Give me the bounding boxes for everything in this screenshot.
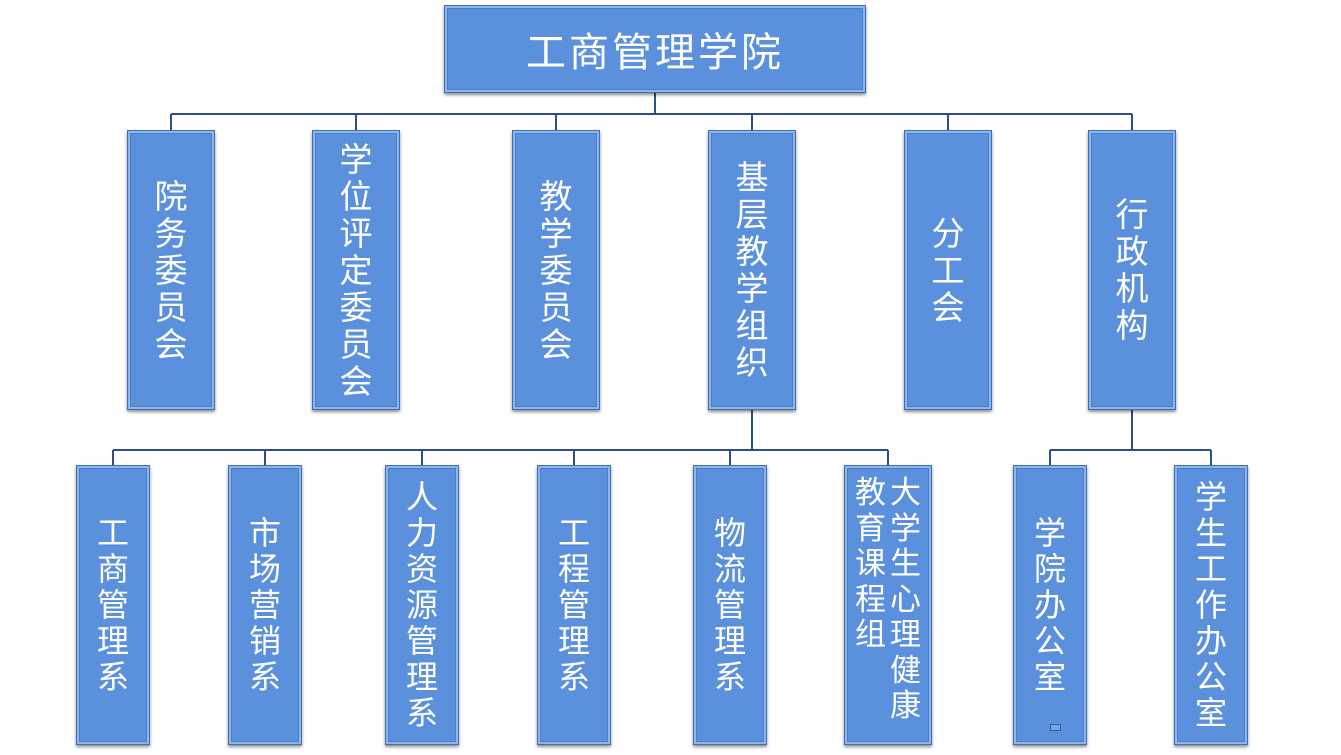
- small-marker-icon: [1050, 724, 1061, 731]
- node-logistics-management-dept: 物流管理系: [693, 465, 767, 745]
- node-label-column-2: 教育课程组: [855, 475, 886, 653]
- node-label: 工程管理系: [557, 514, 590, 696]
- node-label: 教学委员会: [539, 176, 573, 364]
- node-engineering-management-dept: 工程管理系: [537, 465, 611, 745]
- node-human-resources-dept: 人力资源管理系: [385, 465, 459, 745]
- node-trade-union-branch: 分工会: [904, 130, 992, 410]
- root-label: 工商管理学院: [526, 30, 784, 76]
- node-label-column-1: 大学生心理健康: [890, 475, 921, 724]
- node-label: 人力资源管理系: [405, 478, 438, 732]
- node-teaching-committee: 教学委员会: [512, 130, 600, 410]
- node-label: 学生工作办公室: [1194, 478, 1227, 732]
- node-academic-affairs-committee: 院务委员会: [127, 130, 215, 410]
- root-node-school: 工商管理学院: [444, 5, 866, 93]
- node-mental-health-course-group: 大学生心理健康 教育课程组: [844, 465, 932, 745]
- node-label: 院务委员会: [154, 176, 188, 364]
- node-student-affairs-office: 学生工作办公室: [1174, 465, 1248, 745]
- node-label: 学院办公室: [1033, 514, 1066, 696]
- node-business-administration-dept: 工商管理系: [76, 465, 150, 745]
- node-degree-evaluation-committee: 学位评定委员会: [312, 130, 400, 410]
- node-label: 分工会: [931, 213, 965, 327]
- node-administrative-offices: 行政机构: [1088, 130, 1176, 410]
- node-marketing-dept: 市场营销系: [228, 465, 302, 745]
- node-label: 市场营销系: [248, 514, 281, 696]
- node-basic-teaching-organization: 基层教学组织: [708, 130, 796, 410]
- node-label: 工商管理系: [96, 514, 129, 696]
- node-school-office: 学院办公室: [1013, 465, 1087, 745]
- node-label: 基层教学组织: [735, 158, 769, 382]
- node-label: 物流管理系: [713, 514, 746, 696]
- node-label: 学位评定委员会: [339, 139, 373, 401]
- node-label: 行政机构: [1115, 195, 1149, 345]
